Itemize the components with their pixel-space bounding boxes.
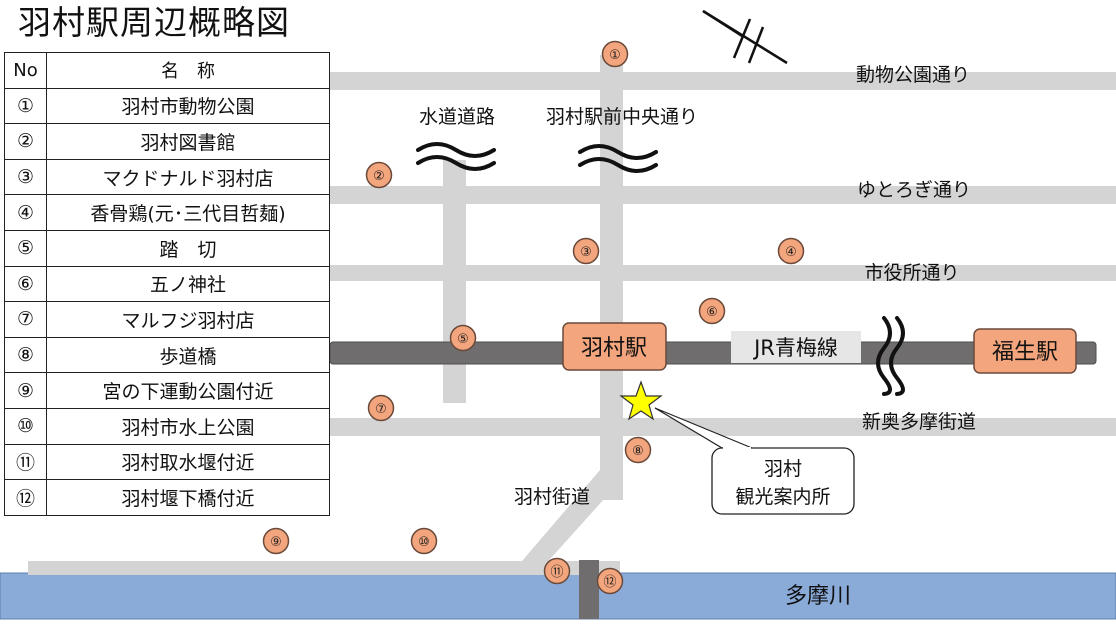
road-shin-okutama (330, 418, 1116, 436)
svg-text:⑩: ⑩ (418, 535, 430, 550)
station-fussa: 福生駅 (973, 328, 1077, 374)
label-yutorogi-dori: ゆとろぎ通り (857, 179, 971, 201)
label-dobutsu-koen-dori: 動物公園通り (856, 64, 970, 86)
label-suido-doro: 水道道路 (419, 106, 495, 128)
label-shin-okutama-kaido: 新奥多摩街道 (862, 411, 976, 433)
tourist-info-line1: 羽村 (764, 458, 802, 480)
legend-name: マクドナルド羽村店 (46, 158, 330, 196)
marker-4: ④ (777, 237, 805, 265)
svg-text:⑤: ⑤ (457, 332, 469, 347)
marker-9: ⑨ (262, 527, 290, 555)
road-dobutsu-koen (330, 72, 1116, 90)
legend-header-no: No (4, 52, 47, 89)
legend-no: ⑪ (4, 443, 47, 481)
legend-no: ⑫ (4, 479, 47, 516)
jr-ome-line (329, 341, 1097, 365)
legend-name: 羽村堰下橋付近 (46, 479, 330, 516)
label-hamura-kaido: 羽村街道 (514, 486, 590, 508)
legend-header-row: No 名 称 (4, 52, 330, 89)
legend-name: 羽村市水上公園 (46, 407, 330, 445)
road-suido (443, 160, 466, 403)
legend-name: 踏 切 (46, 229, 330, 267)
tourist-info-star-icon (619, 380, 663, 421)
label-tama-river: 多摩川 (785, 584, 851, 609)
legend-no: ⑨ (4, 372, 47, 409)
map-title: 羽村駅周辺概略図 (18, 3, 290, 42)
legend-no: ③ (4, 158, 47, 196)
svg-text:⑧: ⑧ (632, 444, 644, 459)
svg-text:⑪: ⑪ (550, 565, 563, 580)
legend-no: ④ (4, 194, 47, 231)
tourist-info-line2: 観光案内所 (735, 486, 830, 508)
station-fussa-label: 福生駅 (992, 340, 1058, 365)
legend-no: ⑥ (4, 265, 47, 303)
svg-text:④: ④ (785, 245, 797, 260)
legend-no: ① (4, 87, 47, 125)
road-hamura-kaido (516, 470, 623, 568)
svg-text:③: ③ (580, 245, 592, 260)
marker-8: ⑧ (624, 436, 652, 464)
marker-5: ⑤ (449, 324, 477, 352)
legend-name: 宮の下運動公園付近 (46, 372, 330, 409)
station-hamura: 羽村駅 (562, 322, 667, 371)
marker-2: ② (365, 161, 393, 189)
marker-12: ⑫ (596, 567, 624, 595)
marker-3: ③ (572, 237, 600, 265)
legend-name: 羽村取水堰付近 (46, 443, 330, 481)
legend-name: 歩道橋 (46, 336, 330, 374)
legend-name: マルフジ羽村店 (46, 301, 330, 338)
weir-bridge (579, 560, 599, 619)
legend-no: ⑩ (4, 407, 47, 445)
svg-text:⑨: ⑨ (270, 535, 282, 550)
label-ekimae-chuo-dori: 羽村駅前中央通り (546, 106, 698, 128)
marker-10: ⑩ (410, 527, 438, 555)
legend-no: ② (4, 123, 47, 160)
legend-no: ⑧ (4, 336, 47, 374)
marker-1: ① (601, 40, 629, 68)
legend-name: 羽村図書館 (46, 123, 330, 160)
label-shiyakusho-dori: 市役所通り (864, 262, 959, 284)
station-hamura-label: 羽村駅 (581, 336, 647, 361)
legend-name: 香骨鶏(元･三代目哲麺) (46, 194, 330, 231)
legend-name: 五ノ神社 (46, 265, 330, 303)
wave-break-icon (578, 144, 658, 173)
svg-text:①: ① (609, 48, 621, 63)
marker-6: ⑥ (698, 297, 726, 325)
svg-text:②: ② (373, 169, 385, 184)
legend-name: 羽村市動物公園 (46, 87, 330, 125)
svg-text:⑥: ⑥ (706, 305, 718, 320)
legend-no: ⑤ (4, 229, 47, 267)
wave-break-icon (416, 142, 496, 171)
legend-header-name: 名 称 (46, 52, 330, 89)
label-jr-ome-line: JR青梅線 (752, 336, 838, 360)
tourist-info-box (711, 447, 855, 515)
svg-text:⑫: ⑫ (603, 575, 616, 590)
railway-label-bg (731, 331, 861, 363)
marker-11: ⑪ (543, 557, 571, 585)
road-shiyakusho (330, 265, 1116, 281)
north-arrow-icon (702, 9, 788, 65)
legend-no: ⑦ (4, 301, 47, 338)
svg-text:⑦: ⑦ (375, 402, 387, 417)
road-river-side (28, 561, 620, 575)
road-yutorogi (330, 186, 1116, 204)
marker-7: ⑦ (367, 394, 395, 422)
wave-break-icon (876, 316, 905, 396)
